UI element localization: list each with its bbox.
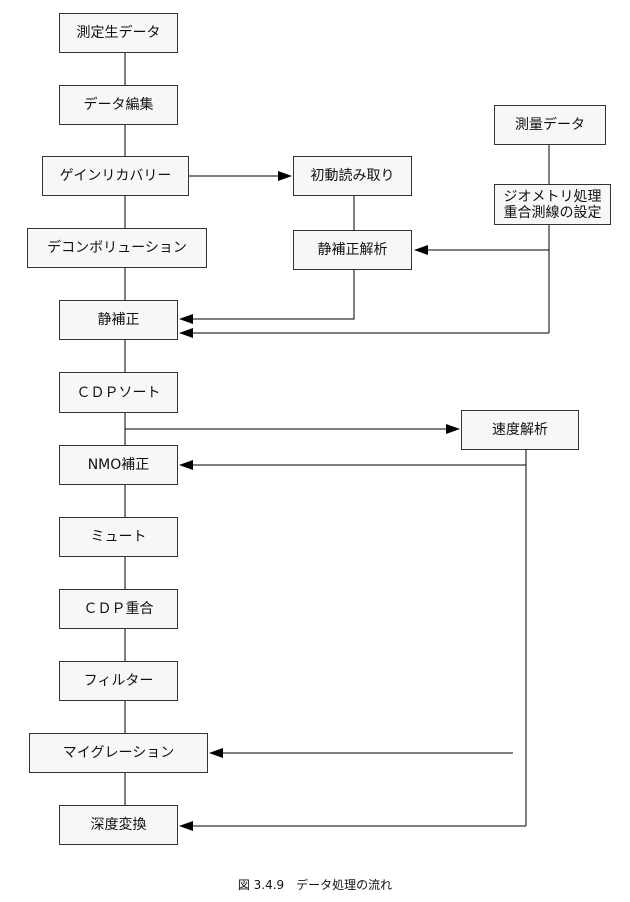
box-velocity-analysis: 速度解析 xyxy=(461,410,579,450)
box-gain-recovery: ゲインリカバリー xyxy=(42,156,189,196)
box-cdp-stack: ＣＤＰ重合 xyxy=(59,589,178,629)
box-survey-data: 測量データ xyxy=(494,105,606,145)
box-mute: ミュート xyxy=(59,517,178,557)
label-velocity-analysis: 速度解析 xyxy=(492,422,548,438)
label-geometry-line2: 重合測線の設定 xyxy=(503,204,602,221)
label-static-correction: 静補正 xyxy=(97,312,140,328)
label-raw-data: 測定生データ xyxy=(76,25,161,41)
label-filter: フィルター xyxy=(83,673,154,689)
box-depth-conversion: 深度変換 xyxy=(59,805,178,845)
figure-caption: 図 3.4.9 データ処理の流れ xyxy=(237,878,393,892)
box-cdp-sort: ＣＤＰソート xyxy=(59,372,178,413)
box-first-break: 初動読み取り xyxy=(293,156,412,196)
label-migration: マイグレーション xyxy=(62,745,175,761)
label-geometry-line1: ジオメトリ処理 xyxy=(503,188,602,205)
box-deconvolution: デコンボリューション xyxy=(27,228,207,268)
label-depth-conversion: 深度変換 xyxy=(90,817,147,833)
label-survey-data: 測量データ xyxy=(515,117,585,133)
box-static-correction: 静補正 xyxy=(59,300,178,340)
label-cdp-stack: ＣＤＰ重合 xyxy=(83,601,154,617)
box-geometry: ジオメトリ処理 重合測線の設定 xyxy=(494,184,611,225)
label-data-edit: データ編集 xyxy=(83,97,154,113)
box-filter: フィルター xyxy=(59,661,178,701)
box-nmo-correction: NMO補正 xyxy=(59,445,178,485)
arrow-analysis-to-static xyxy=(179,270,355,324)
box-static-analysis: 静補正解析 xyxy=(293,230,412,270)
label-static-analysis: 静補正解析 xyxy=(317,242,388,258)
label-deconvolution: デコンボリューション xyxy=(47,240,187,256)
label-nmo-correction: NMO補正 xyxy=(87,457,150,473)
label-mute: ミュート xyxy=(90,529,147,545)
box-raw-data: 測定生データ xyxy=(59,13,178,53)
box-migration: マイグレーション xyxy=(29,733,208,773)
label-cdp-sort: ＣＤＰソート xyxy=(76,384,161,401)
label-gain-recovery: ゲインリカバリー xyxy=(59,168,172,184)
label-first-break: 初動読み取り xyxy=(310,168,395,184)
box-data-edit: データ編集 xyxy=(59,85,178,125)
